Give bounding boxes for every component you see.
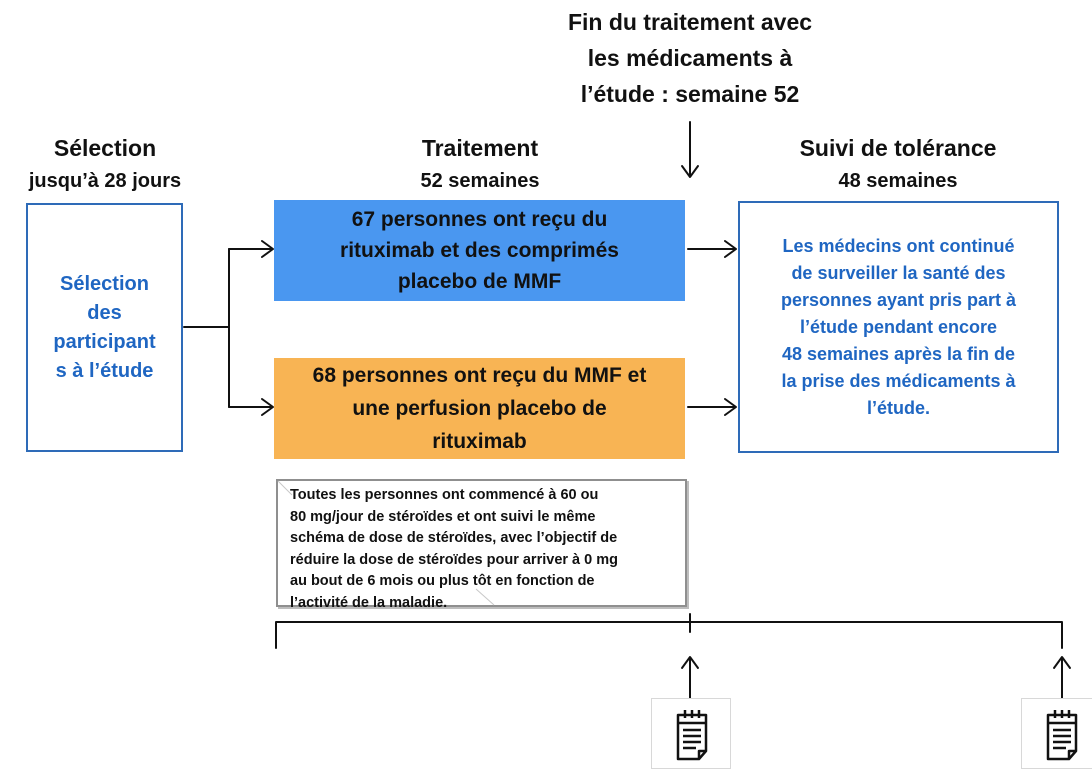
- phase-selection-title: Sélection: [53, 135, 157, 161]
- phase-treatment-title: Traitement: [421, 135, 539, 161]
- followup-line-6: la prise des médicaments à: [781, 370, 1016, 391]
- timeline-bracket: [275, 621, 1063, 649]
- week52-up-arrow-head: [681, 656, 699, 669]
- mmf-line-2: une perfusion placebo de: [352, 397, 607, 420]
- end-treatment-arrow-head: [681, 165, 699, 178]
- selection-box: Sélection des participant s à l’étude: [26, 203, 183, 452]
- phase-treatment-duration: 52 semaines: [420, 170, 540, 192]
- rituximab-line-1: 67 personnes ont reçu du: [351, 208, 608, 231]
- steroid-line-5: au bout de 6 mois ou plus tôt en fonctio…: [290, 573, 595, 589]
- steroid-line-4: réduire la dose de stéroïdes pour arrive…: [290, 551, 618, 568]
- selection-line-2: des: [87, 301, 122, 324]
- steroid-line-3: schéma de dose de stéroïdes, avec l’obje…: [290, 530, 618, 546]
- followup-line-2: de surveiller la santé des: [791, 262, 1006, 283]
- steroid-line-2: 80 mg/jour de stéroïdes et ont suivi le …: [290, 508, 596, 525]
- mmf-line-1: 68 personnes ont reçu du MMF et: [312, 364, 647, 387]
- followup-box: Les médecins ont continué de surveiller …: [738, 201, 1059, 453]
- end-treatment-label: Fin du traitement avec les médicaments à…: [520, 4, 860, 112]
- phase-followup-duration: 48 semaines: [838, 170, 958, 192]
- followup-line-5: 48 semaines après la fin de: [781, 343, 1016, 364]
- end-treatment-line-3: l’étude : semaine 52: [580, 81, 800, 107]
- steroid-line-6: l’activité de la maladie.: [290, 594, 448, 611]
- selection-line-4: s à l’étude: [55, 359, 154, 382]
- connector-to-rtx-head: [261, 240, 274, 258]
- mmf-group-box: 68 personnes ont reçu du MMF et une perf…: [274, 358, 685, 459]
- followup-line-1: Les médecins ont continué: [782, 235, 1015, 256]
- connector-to-mmf-head: [261, 398, 274, 416]
- mmf-to-followup-head: [724, 398, 737, 416]
- followup-line-4: l’étude pendant encore: [799, 316, 998, 337]
- mmf-line-3: rituximab: [432, 430, 527, 453]
- calendar-document-icon: [651, 698, 731, 769]
- phase-followup-title: Suivi de tolérance: [799, 135, 997, 161]
- selection-line-3: participant: [53, 330, 156, 353]
- rituximab-line-3: placebo de MMF: [397, 270, 562, 293]
- rituximab-line-2: rituximab et des comprimés: [340, 239, 619, 262]
- phase-selection-duration: jusqu’à 28 jours: [28, 170, 182, 192]
- end-treatment-line-2: les médicaments à: [587, 45, 793, 71]
- steroid-note-box: Toutes les personnes ont commencé à 60 o…: [276, 479, 687, 611]
- rituximab-group-box: 67 personnes ont reçu du rituximab et de…: [274, 200, 685, 301]
- end-treatment-line-1: Fin du traitement avec: [567, 9, 813, 35]
- followup-line-3: personnes ayant pris part à: [780, 289, 1017, 310]
- steroid-line-1: Toutes les personnes ont commencé à 60 o…: [290, 487, 599, 503]
- selection-line-1: Sélection: [60, 272, 149, 295]
- calendar-document-icon: [1021, 698, 1092, 769]
- followup-line-7: l’étude.: [866, 397, 930, 418]
- end-followup-up-arrow-head: [1053, 656, 1071, 669]
- rtx-to-followup-head: [724, 240, 737, 258]
